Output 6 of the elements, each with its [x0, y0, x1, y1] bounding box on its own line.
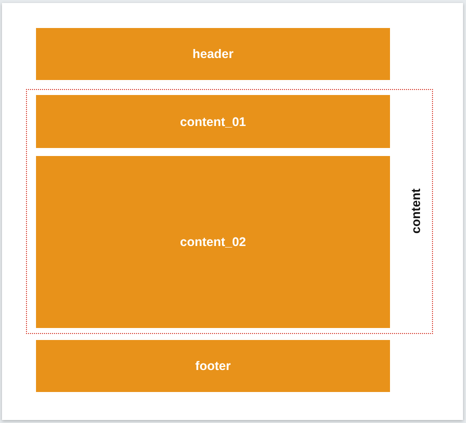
- layout-section-block: content_02: [36, 156, 390, 328]
- layout-section-block: header: [36, 28, 390, 80]
- layout-section-block: footer: [36, 340, 390, 392]
- dotted-group-frame: [26, 89, 433, 334]
- layout-section-block: content_01: [36, 95, 390, 148]
- group-label: content: [409, 188, 423, 234]
